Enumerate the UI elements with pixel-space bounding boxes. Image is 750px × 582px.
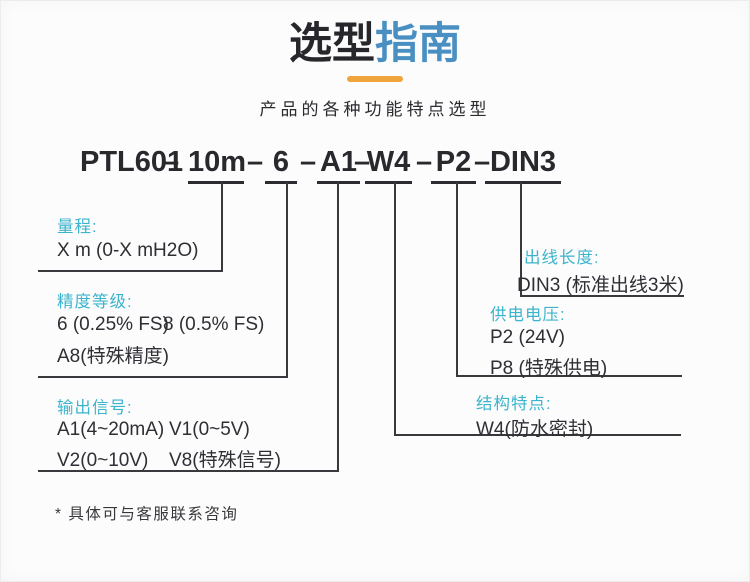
- connector-vline-accuracy: [286, 182, 288, 378]
- model-code-dash: –: [416, 146, 433, 178]
- footer-note: * 具体可与客服联系咨询: [55, 506, 239, 523]
- connector-hline-structure: [394, 434, 681, 436]
- group-label-accuracy: 精度等级:: [57, 293, 133, 311]
- group-value-range: X m (0-X mH2O): [57, 240, 199, 261]
- header: 选型指南 产品的各种功能特点选型: [0, 20, 750, 120]
- title-accent-bar: [347, 76, 403, 83]
- group-label-range: 量程:: [57, 218, 98, 236]
- connector-vline-power: [456, 182, 458, 377]
- group-label-cable-length: 出线长度:: [524, 249, 600, 267]
- model-code-prefix: PTL601: [80, 146, 184, 178]
- page-title: 选型指南: [0, 20, 750, 69]
- cable-option-din3: DIN3 (标准出线3米): [517, 275, 684, 296]
- output-option-v8: V8(特殊信号): [169, 450, 281, 471]
- power-option-p2: P2 (24V): [490, 327, 565, 348]
- model-code-segment-cable: DIN3: [485, 146, 561, 184]
- accuracy-option-a8: A8(特殊精度): [57, 346, 169, 367]
- connector-hline-output: [38, 470, 339, 472]
- connector-vline-structure: [394, 182, 396, 436]
- model-code-segment-accuracy: 6: [265, 146, 297, 184]
- output-option-a1: A1(4~20mA): [57, 419, 165, 440]
- output-option-v2: V2(0~10V): [57, 450, 149, 471]
- page-title-blue-part: 指南: [375, 20, 461, 68]
- group-label-power-supply: 供电电压:: [490, 306, 566, 324]
- connector-hline-accuracy: [38, 376, 288, 378]
- model-code-dash: –: [474, 146, 491, 178]
- model-code-segment-structure: W4: [365, 146, 412, 184]
- connector-vline-cable: [520, 182, 522, 297]
- model-code-dash: –: [354, 146, 371, 178]
- model-code-dash: –: [163, 146, 180, 178]
- output-option-v1: V1(0~5V): [169, 419, 250, 440]
- group-values-output-row1: A1(4~20mA)V1(0~5V): [57, 419, 250, 441]
- connector-hline-range: [38, 270, 223, 272]
- accuracy-option-6: 6 (0.25% FS): [57, 314, 169, 335]
- group-values-output-row2: V2(0~10V) V8(特殊信号): [57, 445, 281, 472]
- connector-vline-range: [221, 182, 223, 272]
- model-code-segment-power: P2: [431, 146, 476, 184]
- accuracy-option-8: 8 (0.5% FS): [163, 314, 265, 335]
- group-label-structure: 结构特点:: [476, 395, 552, 413]
- connector-hline-power: [456, 375, 682, 377]
- connector-vline-output: [337, 182, 339, 472]
- connector-hline-cable: [520, 295, 684, 297]
- structure-option-w4: W4(防水密封): [476, 419, 594, 440]
- group-values-accuracy-row1: 6 (0.25% FS)8 (0.5% FS): [57, 314, 264, 336]
- page-subtitle: 产品的各种功能特点选型: [259, 100, 491, 120]
- model-code-dash: –: [247, 146, 264, 178]
- model-code-dash: –: [300, 146, 317, 178]
- power-option-p8: P8 (特殊供电): [490, 358, 608, 379]
- page-title-dark-part: 选型: [289, 20, 375, 68]
- group-label-output: 输出信号:: [57, 399, 133, 417]
- model-code-segment-range: 10m: [188, 146, 246, 184]
